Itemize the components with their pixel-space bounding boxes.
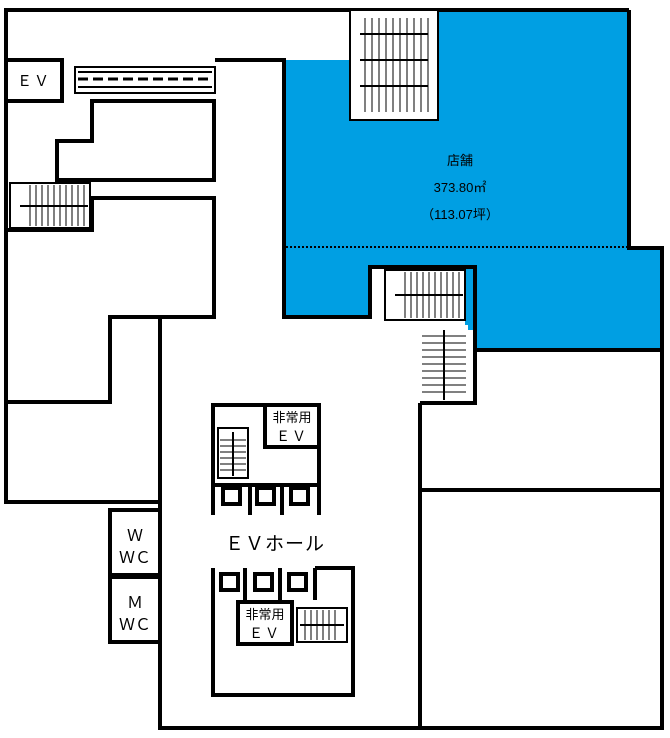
stair-left-steps	[20, 185, 88, 226]
left-room	[6, 196, 216, 404]
right-wall	[627, 10, 664, 350]
wc-women-label-1: Ｗ	[126, 528, 143, 545]
wc-men-label-2: ＷＣ	[118, 617, 151, 634]
elevator-row-top	[211, 485, 321, 515]
ev-label-topleft: ＥＶ	[16, 73, 51, 90]
store-name: 店舗	[446, 153, 473, 168]
elevator-bottom-3	[287, 572, 308, 592]
escalator-top	[74, 66, 216, 94]
stair-top	[349, 9, 439, 121]
store-area-tsubo: （113.07坪）	[421, 207, 499, 222]
wc-men-label-1: Ｍ	[126, 595, 143, 612]
elevator-bottom-1	[219, 572, 240, 592]
emergency-ev-top-label-2: ＥＶ	[276, 428, 308, 444]
stair-ev-bottom	[296, 607, 348, 643]
elevator-top-3	[289, 486, 310, 506]
store-outline	[215, 58, 662, 352]
ev-core-bottom	[211, 566, 355, 697]
elevator-row-bottom	[211, 568, 317, 600]
elevator-top-2	[255, 486, 276, 506]
right-room-upper	[420, 350, 477, 405]
emergency-ev-top-label-1: 非常用	[272, 410, 312, 425]
core-block-left	[55, 99, 216, 182]
stair-ev-top	[217, 427, 249, 479]
wc-men	[108, 575, 162, 644]
elevator-top-1	[221, 486, 242, 506]
emergency-ev-bottom	[236, 600, 294, 646]
emergency-ev-top	[263, 403, 321, 449]
ev-box-topleft	[4, 58, 64, 103]
emergency-ev-bottom-label-1: 非常用	[245, 607, 285, 622]
stair-top-steps	[360, 18, 429, 112]
ev-hall-label: ＥＶホール	[224, 534, 325, 555]
store-area-sqm: 373.80㎡	[433, 180, 487, 195]
emergency-ev-bottom-label-2: ＥＶ	[249, 625, 281, 641]
stair-lower-right-steps	[422, 330, 466, 400]
left-room-lower	[110, 315, 162, 502]
stair-mid-right-steps	[395, 272, 463, 318]
wc-women-label-2: ＷＣ	[118, 550, 151, 567]
elevator-bottom-2	[253, 572, 274, 592]
